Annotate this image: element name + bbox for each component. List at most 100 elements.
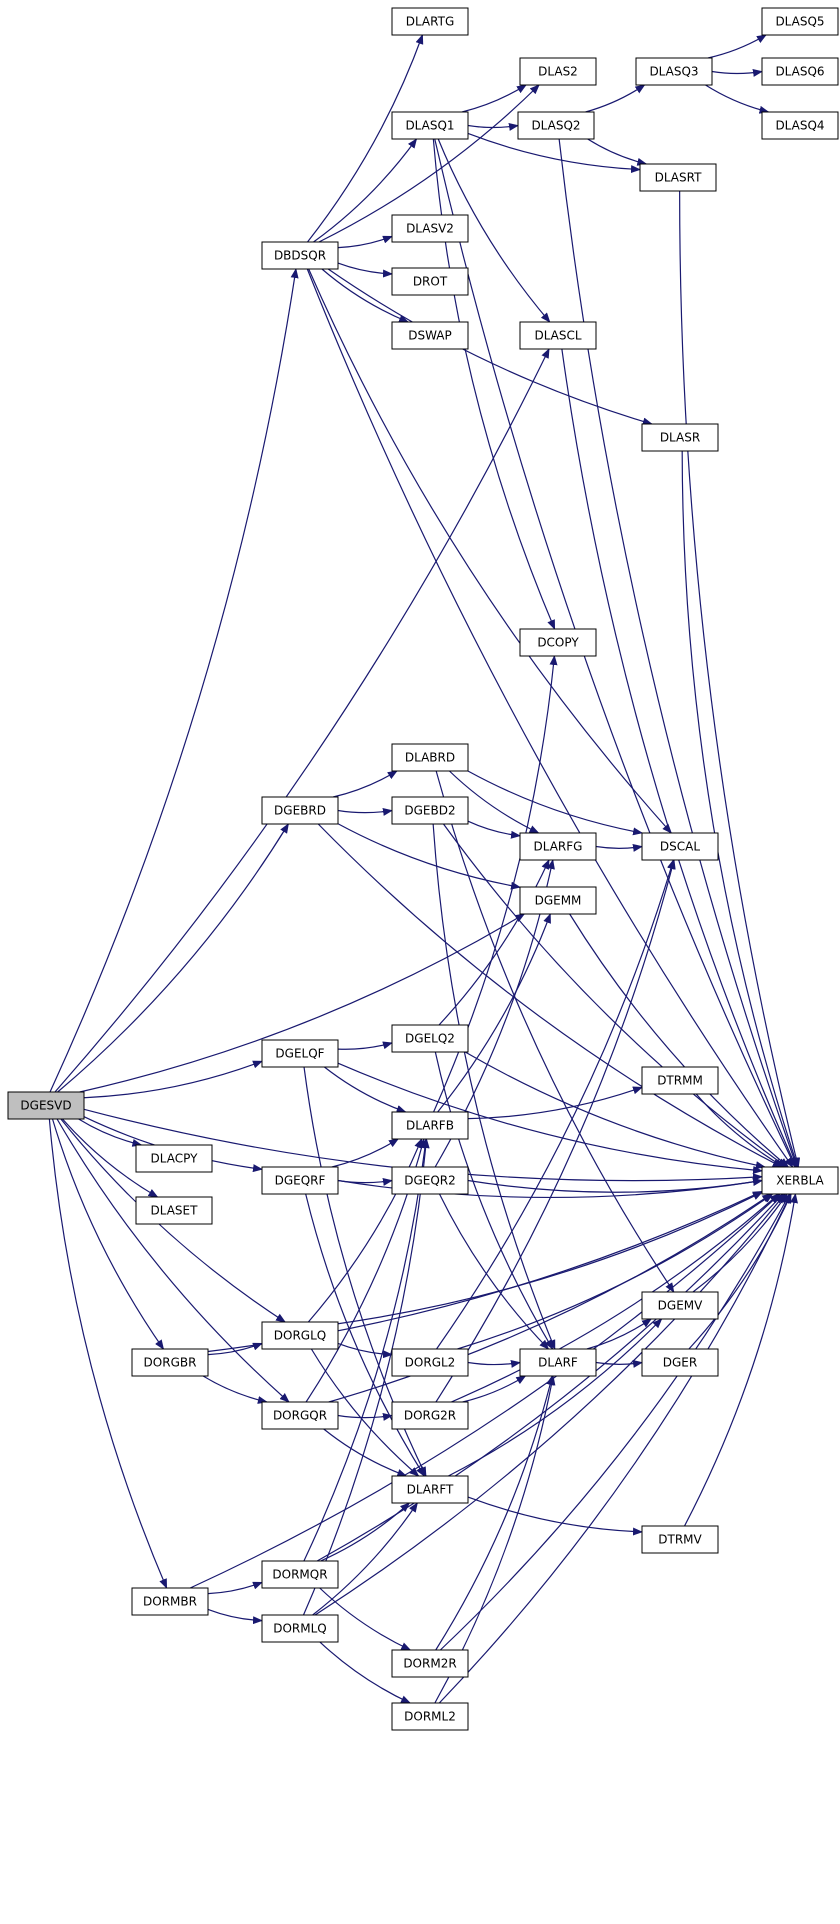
node-dswap[interactable]: DSWAP: [391, 321, 469, 350]
node-label: DGELQ2: [405, 1032, 455, 1046]
node-dlabrd[interactable]: DLABRD: [391, 743, 469, 772]
node-box: [391, 1401, 469, 1430]
edge-dgesvd-to-dormbr: [48, 1118, 168, 1589]
edge-dlarf-to-dgemv: [586, 1318, 652, 1350]
node-drot[interactable]: DROT: [391, 267, 469, 296]
node-dlascl[interactable]: DLASCL: [519, 321, 597, 350]
node-dorm2r[interactable]: DORM2R: [391, 1649, 469, 1678]
node-dgelqf[interactable]: DGELQF: [261, 1039, 339, 1068]
node-dlarft[interactable]: DLARFT: [391, 1475, 469, 1504]
node-box: [391, 321, 469, 350]
node-dgemv[interactable]: DGEMV: [641, 1291, 719, 1320]
node-dlasq2[interactable]: DLASQ2: [517, 111, 595, 140]
edge-dbdsqr-to-dlasr: [327, 268, 653, 426]
node-dlartg[interactable]: DLARTG: [391, 7, 469, 36]
node-dbdsqr[interactable]: DBDSQR: [261, 241, 339, 270]
edge-dlarfb-to-dgemm: [437, 913, 551, 1113]
node-dorgqr[interactable]: DORGQR: [261, 1401, 339, 1430]
node-box: [639, 163, 717, 192]
node-label: DCOPY: [537, 636, 579, 650]
node-dlasq5[interactable]: DLASQ5: [761, 7, 839, 36]
node-dcopy[interactable]: DCOPY: [519, 628, 597, 657]
node-dorml2[interactable]: DORML2: [391, 1702, 469, 1731]
node-label: DORGL2: [405, 1356, 456, 1370]
node-dtrmv[interactable]: DTRMV: [641, 1525, 719, 1554]
node-dlarf[interactable]: DLARF: [519, 1348, 597, 1377]
node-dgebrd[interactable]: DGEBRD: [261, 796, 339, 825]
node-dlasq1[interactable]: DLASQ1: [391, 111, 469, 140]
node-label: DLASET: [151, 1204, 199, 1218]
edge-dlasq1-to-xerbla: [434, 138, 796, 1168]
edge-dorglq-to-dlarfb: [307, 1138, 423, 1323]
node-dger[interactable]: DGER: [641, 1348, 719, 1377]
edge-dgelq2-to-dlarfg: [438, 859, 550, 1026]
node-label: DTRMM: [657, 1074, 703, 1088]
node-dlasv2[interactable]: DLASV2: [391, 214, 469, 243]
node-box: [391, 7, 469, 36]
edge-dormlq-to-dorml2: [319, 1641, 411, 1704]
node-dtrmm[interactable]: DTRMM: [641, 1066, 719, 1095]
node-dlacpy[interactable]: DLACPY: [135, 1144, 213, 1173]
node-dgebd2[interactable]: DGEBD2: [391, 796, 469, 825]
node-dorgbr[interactable]: DORGBR: [131, 1348, 209, 1377]
edge-dlasq2-to-dlasrt: [587, 138, 648, 166]
node-dorg2r[interactable]: DORG2R: [391, 1401, 469, 1430]
node-dlarfg[interactable]: DLARFG: [519, 832, 597, 861]
node-box: [261, 1401, 339, 1430]
node-dlarfb[interactable]: DLARFB: [391, 1111, 469, 1140]
edge-dlabrd-to-dlarfg: [449, 770, 540, 834]
node-dlasr[interactable]: DLASR: [641, 423, 719, 452]
node-label: DGEQR2: [404, 1174, 456, 1188]
node-label: DLASQ4: [775, 119, 824, 133]
edge-dbdsqr-to-dlasv2: [337, 235, 393, 249]
node-label: DGEBRD: [274, 804, 326, 818]
edge-dgeqr2-to-dlarf: [438, 1193, 550, 1350]
node-box: [519, 1348, 597, 1377]
edge-dbdsqr-to-dlartg: [307, 34, 424, 243]
node-box: [641, 1291, 719, 1320]
node-box: [635, 57, 713, 86]
node-box: [131, 1348, 209, 1377]
node-box: [519, 886, 597, 915]
node-box: [517, 111, 595, 140]
node-dorglq[interactable]: DORGLQ: [261, 1321, 339, 1350]
node-dlasq6[interactable]: DLASQ6: [761, 57, 839, 86]
node-dormqr[interactable]: DORMQR: [261, 1560, 339, 1589]
edge-dgebrd-to-dlabrd: [332, 770, 398, 798]
node-dgeqrf[interactable]: DGEQRF: [261, 1166, 339, 1195]
edge-dbdsqr-to-drot: [337, 262, 393, 278]
edge-dtrmv-to-xerbla: [683, 1193, 798, 1527]
edge-dlasq2-to-xerbla: [558, 138, 798, 1168]
node-label: DSCAL: [660, 840, 700, 854]
node-dlasrt[interactable]: DLASRT: [639, 163, 717, 192]
node-dormbr[interactable]: DORMBR: [131, 1587, 209, 1616]
edge-dlabrd-to-dscal: [467, 770, 644, 836]
node-dscal[interactable]: DSCAL: [641, 832, 719, 861]
edge-dlasr-to-xerbla: [681, 450, 799, 1168]
edge-dgemm-to-xerbla: [569, 913, 790, 1168]
node-dgeqr2[interactable]: DGEQR2: [391, 1166, 469, 1195]
node-label: DORMLQ: [273, 1622, 327, 1636]
node-dgesvd[interactable]: DGESVD: [7, 1091, 85, 1120]
edge-dlasq2-to-dlasq3: [585, 84, 646, 113]
node-box: [391, 1702, 469, 1731]
edge-dlasq1-to-dlas2: [461, 84, 527, 113]
node-box: [761, 57, 839, 86]
node-xerbla[interactable]: XERBLA: [761, 1166, 839, 1195]
edge-dlasq3-to-dlasq5: [707, 34, 767, 59]
node-box: [261, 1614, 339, 1643]
node-box: [391, 214, 469, 243]
edge-dgesvd-to-dlacpy: [78, 1118, 143, 1147]
node-dormlq[interactable]: DORMLQ: [261, 1614, 339, 1643]
edge-dormbr-to-dormlq: [207, 1608, 263, 1625]
node-dlasq3[interactable]: DLASQ3: [635, 57, 713, 86]
node-dlaset[interactable]: DLASET: [135, 1196, 213, 1225]
edge-dlasq1-to-dlasrt: [467, 132, 641, 174]
node-dlas2[interactable]: DLAS2: [519, 57, 597, 86]
node-dlasq4[interactable]: DLASQ4: [761, 111, 839, 140]
node-dgemm[interactable]: DGEMM: [519, 886, 597, 915]
node-label: DLASQ5: [775, 15, 824, 29]
node-dgelq2[interactable]: DGELQ2: [391, 1024, 469, 1053]
edge-dlasq3-to-dlasq4: [705, 84, 770, 114]
node-dorgl2[interactable]: DORGL2: [391, 1348, 469, 1377]
